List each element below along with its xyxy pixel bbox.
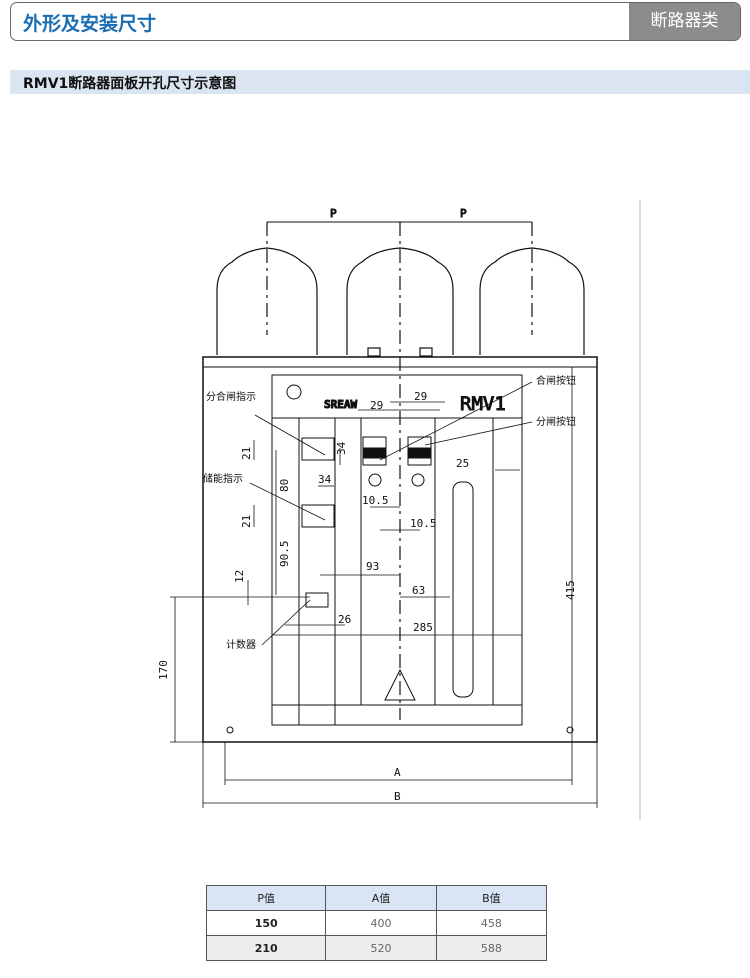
dim-29a: 29: [370, 399, 383, 412]
col-header-a: A值: [325, 885, 437, 911]
section-title: RMV1断路器面板开孔尺寸示意图: [23, 76, 237, 92]
brand-text: SREAW: [324, 398, 357, 411]
dim-285: 285: [413, 621, 433, 634]
dim-34h: 34: [318, 473, 332, 486]
dim-p2: P: [460, 207, 467, 220]
dim-170: 170: [157, 660, 170, 680]
dim-21b: 21: [240, 515, 253, 528]
dim-26: 26: [338, 613, 351, 626]
dimension-table: P值 A值 B值 150 400 458 210 520 588: [205, 885, 548, 961]
dim-10-5a: 10.5: [362, 494, 389, 507]
dim-90-5: 90.5: [278, 541, 291, 568]
cell-p: 210: [205, 935, 327, 961]
cell-p: 150: [205, 910, 327, 936]
model-text: RMV1: [460, 393, 506, 415]
front-panel: [271, 374, 523, 726]
label-open-button: 分闸按钮: [536, 415, 576, 428]
dim-25: 25: [456, 457, 469, 470]
dim-12: 12: [233, 570, 246, 583]
cell-b: 458: [435, 910, 548, 936]
breaker-body: [202, 356, 598, 743]
dim-p1: P: [330, 207, 337, 220]
logo-icon: [286, 384, 302, 400]
section-bar: RMV1断路器面板开孔尺寸示意图: [10, 70, 750, 94]
dim-b: B: [394, 790, 401, 803]
dim-21a: 21: [240, 447, 253, 460]
dim-a: A: [394, 766, 401, 779]
category-tab[interactable]: 断路器类: [629, 3, 740, 40]
table-row: 210 520 588: [205, 935, 548, 961]
dim-80: 80: [278, 479, 291, 492]
dim-10-5b: 10.5: [410, 517, 437, 530]
warning-icon: [384, 668, 416, 701]
table-row: 150 400 458: [205, 910, 548, 936]
dim-29b: 29: [414, 390, 427, 403]
cell-a: 520: [325, 935, 437, 961]
page-header: 外形及安装尺寸 断路器类: [10, 2, 741, 41]
cell-a: 400: [325, 910, 437, 936]
header-title: 外形及安装尺寸: [23, 13, 157, 35]
dim-34v: 34: [335, 441, 348, 455]
label-open-close-indicator: 分合闸指示: [206, 390, 256, 403]
label-storage-indicator: 储能指示: [203, 472, 243, 485]
dim-415: 415: [564, 580, 577, 600]
col-header-b: B值: [435, 885, 548, 911]
breaker-dimension-drawing: P P SREAW RMV1 29 29 34 25 10.5 10.5 93 …: [157, 200, 641, 820]
bushings: [216, 222, 585, 720]
col-header-p: P值: [205, 885, 327, 911]
dim-93: 93: [366, 560, 379, 573]
label-close-button: 合闸按钮: [536, 374, 576, 387]
table-header-row: P值 A值 B值: [205, 885, 548, 911]
cell-b: 588: [435, 935, 548, 961]
dim-63: 63: [412, 584, 425, 597]
label-counter: 计数器: [226, 638, 256, 651]
